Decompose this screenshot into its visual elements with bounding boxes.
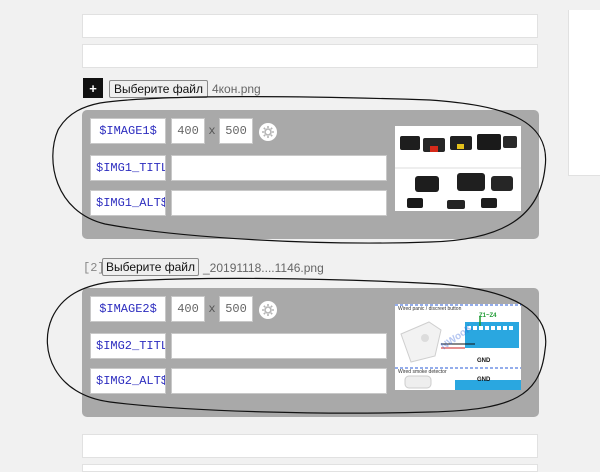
alt-input-1[interactable] [171,190,387,216]
file-name-1: 4кон.png [212,82,261,96]
gear-icon[interactable] [259,301,277,319]
alt-tag-field-1[interactable]: $IMG1_ALT$ [90,190,166,216]
blank-field-top-2[interactable] [82,44,538,68]
alt-input-2[interactable] [171,368,387,394]
wiring-diagram-icon: Wired panic / discreet button Z1~Z4 GND … [395,304,521,390]
title-input-2[interactable] [171,333,387,359]
width-input-2[interactable]: 400 [171,296,205,322]
alt-tag-field-2[interactable]: $IMG2_ALT$ [90,368,166,394]
choose-file-button-1[interactable]: Выберите файл [109,80,208,98]
title-tag-field-2[interactable]: $IMG2_TITLE$ [90,333,166,359]
thumb-text-panic: Wired panic / discreet button [398,306,462,312]
thumb-text-smoke: Wired smoke detector [398,369,447,375]
thumb-text-gnd-1: GND [477,358,491,364]
title-tag-field-1[interactable]: $IMG1_TITLE$ [90,155,166,181]
blank-field-bottom-1[interactable] [82,434,538,458]
dimension-x-label-1: x [208,124,216,138]
gear-icon[interactable] [259,123,277,141]
image-tag-field-1[interactable]: $IMAGE1$ [90,118,166,144]
title-input-1[interactable] [171,155,387,181]
blank-field-top-1[interactable] [82,14,538,38]
height-input-2[interactable]: 500 [219,296,253,322]
thumb-text-zones: Z1~Z4 [479,313,497,319]
add-image-button[interactable]: + [83,78,103,98]
dimension-x-label-2: x [208,302,216,316]
side-panel [568,10,600,176]
connector-photo-icon [395,126,521,211]
thumb-text-gnd-2: GND [477,377,491,383]
height-input-1[interactable]: 500 [219,118,253,144]
image-tag-field-2[interactable]: $IMAGE2$ [90,296,166,322]
choose-file-button-2[interactable]: Выберите файл [102,258,199,276]
file-name-2: _20191118....1146.png [203,261,324,275]
blank-field-bottom-2[interactable] [82,464,538,472]
image-index-label-2: [2] [83,261,105,275]
width-input-1[interactable]: 400 [171,118,205,144]
